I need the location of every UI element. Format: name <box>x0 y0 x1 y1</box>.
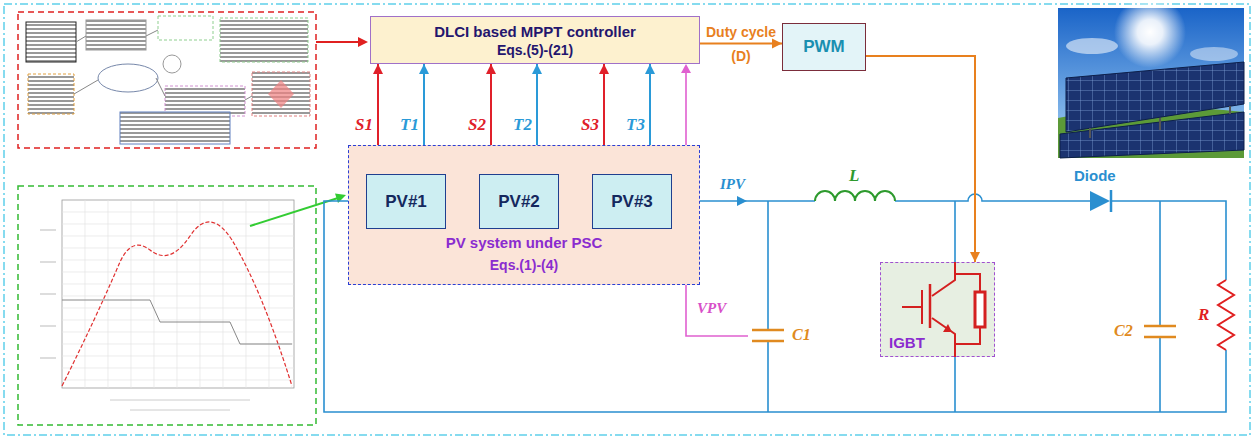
signal-label: S3 <box>581 115 599 135</box>
solar-panel-photo <box>1066 38 1118 54</box>
resistor-symbol <box>1218 280 1234 350</box>
algorithm-illustration <box>120 112 230 144</box>
input-arrow <box>316 37 368 47</box>
arrow-head <box>419 64 429 74</box>
arrow-head <box>532 64 542 74</box>
irradiance-arrow <box>250 193 346 226</box>
circuit-wires <box>1112 201 1226 280</box>
connector-line <box>866 56 975 262</box>
current-label: IPV <box>720 176 745 193</box>
signal-label: T3 <box>626 115 645 135</box>
igbt-symbol <box>932 318 955 357</box>
outer-frame <box>4 4 1250 435</box>
pv-curve-illustration <box>110 400 250 410</box>
resistor-symbol <box>1218 280 1234 350</box>
igbt-label: IGBT <box>889 334 925 351</box>
controller-title: DLCI based MPPT controller <box>434 22 636 41</box>
algorithm-illustration <box>18 12 316 148</box>
algorithm-illustration <box>74 30 252 100</box>
arrow-head <box>645 64 655 74</box>
solar-panel-photo <box>1190 47 1238 61</box>
capacitor-symbol <box>752 330 784 341</box>
signal-label: T1 <box>400 115 419 135</box>
algorithm-illustration <box>268 80 294 108</box>
solar-panel-photo <box>1060 112 1244 158</box>
diode-symbol <box>1090 190 1111 212</box>
pv-curve-illustration <box>40 230 56 358</box>
capacitor-label: C2 <box>1114 322 1133 340</box>
algorithm-illustration <box>86 20 146 50</box>
equation-ref: Eqs.(1)-(4) <box>349 254 699 276</box>
algorithm-illustration <box>98 64 158 92</box>
solar-panel-photo <box>1058 0 1244 158</box>
pv-curve-illustration <box>18 186 316 425</box>
pv-curve-illustration <box>62 300 292 344</box>
igbt-symbol <box>902 290 922 324</box>
pv-array-box: PV#1 <box>366 174 446 229</box>
pv-curve-illustration <box>62 200 294 388</box>
voltage-sense-line <box>681 64 691 73</box>
signal-label: S2 <box>468 115 486 135</box>
inductor-symbol <box>815 191 895 201</box>
pv-curve-illustration <box>18 186 316 425</box>
controller-box: DLCI based MPPT controllerEqs.(5)-(21) <box>370 16 700 64</box>
pv-label: PV#3 <box>611 192 653 212</box>
circuit-wires <box>895 194 1090 201</box>
pwm-label: PWM <box>803 37 845 57</box>
algorithm-illustration <box>18 12 316 148</box>
pv-curve-illustration <box>85 200 269 388</box>
igbt-switch: IGBT <box>880 262 995 357</box>
current-arrow <box>737 196 747 206</box>
capacitor-label: C1 <box>792 326 811 344</box>
solar-panel-photo <box>1114 0 1186 68</box>
input-arrow <box>358 37 368 47</box>
pv-label: PV#1 <box>385 192 427 212</box>
diode-label: Diode <box>1074 167 1116 184</box>
connector <box>866 56 980 262</box>
algorithm-illustration <box>163 55 181 73</box>
arrow-head <box>486 64 496 74</box>
pv-label: PV#2 <box>498 192 540 212</box>
signal-label: S1 <box>355 115 373 135</box>
pv-curve-illustration <box>62 222 292 386</box>
input-arrow <box>316 41 360 43</box>
algorithm-illustration <box>220 18 308 62</box>
algorithm-illustration <box>26 22 76 62</box>
inductor-symbol <box>815 191 895 201</box>
current-arrow <box>737 196 747 206</box>
caption-group: PV system under PSCEqs.(1)-(4) <box>349 232 699 276</box>
algorithm-illustration <box>158 16 213 40</box>
signal-symbol: (D) <box>731 48 750 64</box>
igbt-symbol <box>943 324 952 332</box>
circuit-wires <box>1159 201 1161 412</box>
pv-array-box: PV#3 <box>592 174 672 229</box>
igbt-symbol <box>932 262 955 296</box>
inductor-label: L <box>849 166 859 186</box>
arrow-head <box>599 64 609 74</box>
resistor-label: R <box>1198 305 1209 325</box>
pwm-box: PWM <box>782 23 866 71</box>
arrow-head <box>970 252 980 262</box>
pv-array-box: PV#2 <box>479 174 559 229</box>
region-title: PV system under PSC <box>349 232 699 254</box>
algorithm-illustration <box>252 72 310 116</box>
igbt-symbol <box>928 284 931 328</box>
voltage-label: VPV <box>697 300 726 317</box>
diode-symbol <box>1090 191 1110 211</box>
connector-line <box>700 43 782 45</box>
solar-panel-photo <box>1090 106 1230 138</box>
circuit-wires <box>767 201 769 412</box>
diode-symbol <box>1110 190 1113 212</box>
signal-label: T2 <box>513 115 532 135</box>
igbt-symbol <box>975 292 985 327</box>
capacitor-symbol <box>1144 326 1176 337</box>
signal-label: Duty cycle <box>706 24 776 40</box>
algorithm-illustration <box>28 74 74 114</box>
pv-system-region: PV system under PSCEqs.(1)-(4)PV#1PV#2PV… <box>348 145 700 285</box>
arrow-head <box>373 64 383 74</box>
equation-ref: Eqs.(5)-(21) <box>497 41 573 59</box>
